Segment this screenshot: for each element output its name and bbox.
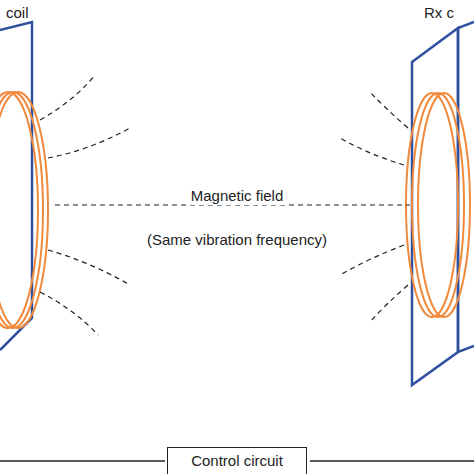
rx-plate-back (458, 22, 474, 352)
box-text: Control circuit (191, 452, 283, 470)
field-note: (Same vibration frequency) (144, 231, 330, 249)
field-label: Magnetic field (188, 187, 287, 205)
rx-coil-windings (406, 93, 470, 317)
coil-label: coil (6, 4, 29, 22)
control-box: Control circuit (167, 447, 307, 474)
magnetic-field-lines (40, 75, 410, 335)
coil-label: Rx c (424, 4, 454, 22)
